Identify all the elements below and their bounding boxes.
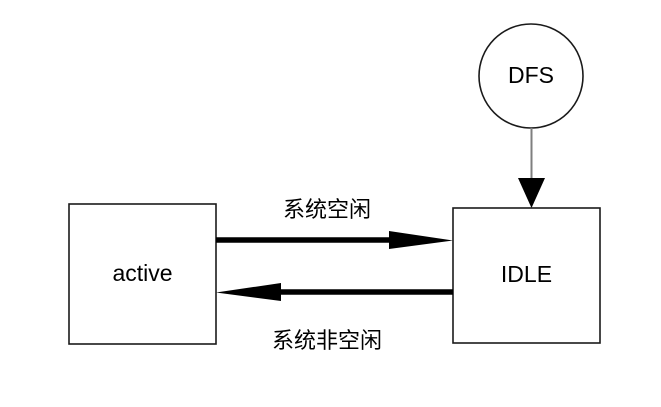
active-to-idle-edge-label: 系统空闲 xyxy=(283,197,371,222)
idle-to-active-edge-label: 系统非空闲 xyxy=(272,328,382,353)
node-active[interactable]: active xyxy=(68,203,217,345)
edge-dfs-to-idle[interactable] xyxy=(518,128,545,208)
active-node-label: active xyxy=(112,260,172,286)
node-dfs[interactable]: DFS xyxy=(478,23,584,129)
node-idle[interactable]: IDLE xyxy=(452,207,601,344)
active-to-idle-arrowhead-icon xyxy=(389,231,453,249)
idle-node-label: IDLE xyxy=(501,261,552,287)
dfs-node-label: DFS xyxy=(508,62,554,88)
idle-to-active-arrowhead-icon xyxy=(216,283,281,301)
dfs-to-idle-arrowhead-icon xyxy=(518,178,545,208)
active-box-shape xyxy=(68,203,217,345)
edge-active-to-idle[interactable]: 系统空闲 xyxy=(216,197,453,249)
edge-idle-to-active[interactable]: 系统非空闲 xyxy=(216,283,453,353)
idle-box-shape xyxy=(452,207,601,344)
